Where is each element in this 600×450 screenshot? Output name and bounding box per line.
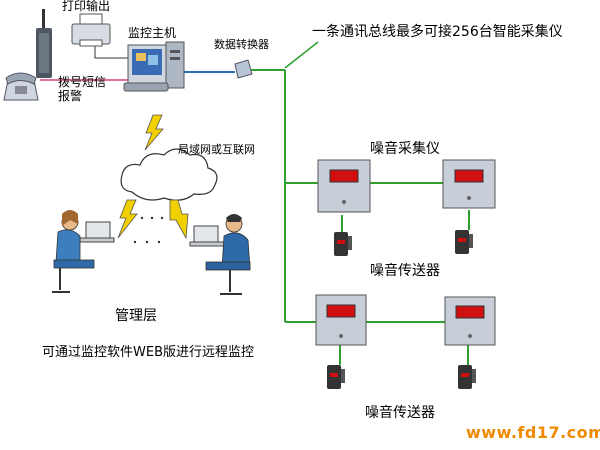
printer-icon xyxy=(71,13,111,47)
host-label: 监控主机 xyxy=(128,26,177,40)
noise-collector-label: 噪音采集仪 xyxy=(370,141,440,157)
noise-transmitter-label-2: 噪音传送器 xyxy=(365,405,435,421)
monitor-host-icon xyxy=(123,41,185,92)
gsm-modem-icon xyxy=(36,9,52,78)
sensor-icon-4 xyxy=(458,365,476,389)
collector-icon xyxy=(317,159,371,213)
dial-sms-label: 拨号短信 xyxy=(58,75,107,89)
converter-icon xyxy=(234,59,253,79)
alarm-label: 报警 xyxy=(58,89,83,103)
cloud-icon xyxy=(120,148,218,201)
remote-note-label: 可通过监控软件WEB版进行远程监控 xyxy=(42,345,254,360)
sensor-icon-2 xyxy=(455,230,473,254)
collector-icon-3 xyxy=(315,294,367,346)
noise-transmitter-label-1: 噪音传送器 xyxy=(370,263,440,279)
network-label: 局域网或互联网 xyxy=(178,143,255,156)
printer-host-line xyxy=(94,46,131,66)
lightning-icon xyxy=(117,114,189,240)
sensor-icon-3 xyxy=(327,365,345,389)
connection-dots xyxy=(133,216,164,244)
person-at-computer-icon xyxy=(52,210,115,293)
note-leader-line xyxy=(284,41,319,69)
management-label: 管理层 xyxy=(115,308,157,324)
collector-icon-4 xyxy=(444,296,496,346)
bus-note-label: 一条通讯总线最多可接256台智能采集仪 xyxy=(312,24,563,40)
converter-label: 数据转换器 xyxy=(214,38,269,51)
connection-lines xyxy=(40,41,470,365)
website-link[interactable]: www.fd17.com xyxy=(466,423,600,442)
sensor-icon xyxy=(334,232,352,256)
telephone-icon xyxy=(3,72,39,101)
print-output-label: 打印输出 xyxy=(62,0,111,13)
person-at-computer-icon-2 xyxy=(189,214,251,295)
collector-icon-2 xyxy=(442,159,496,209)
